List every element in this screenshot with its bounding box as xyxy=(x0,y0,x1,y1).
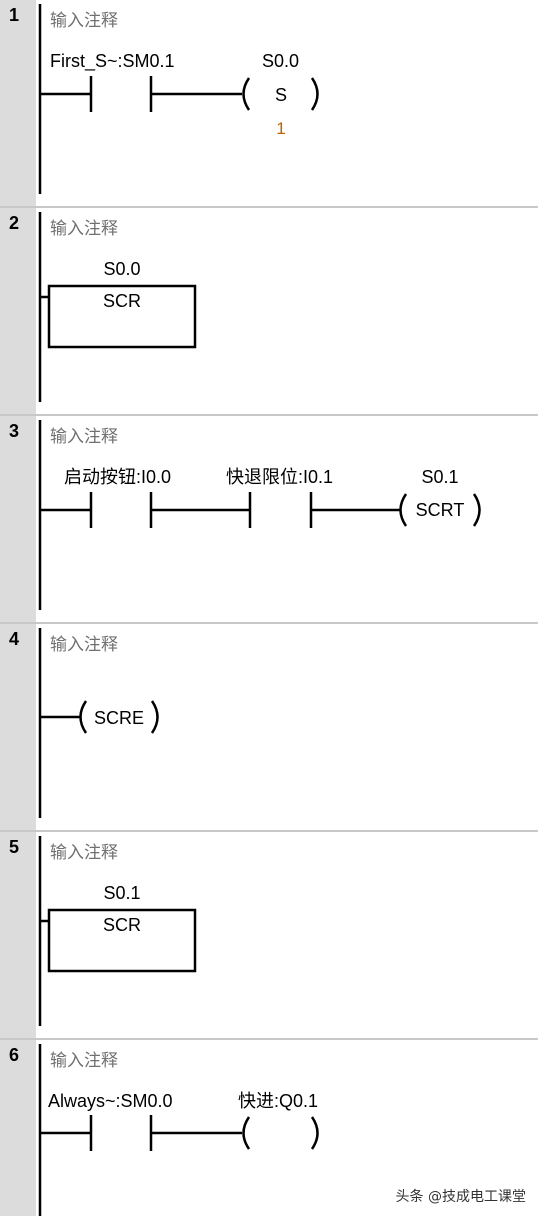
network-divider xyxy=(0,1038,538,1040)
network-comment[interactable]: 输入注释 xyxy=(50,427,118,447)
coil-left-paren xyxy=(399,493,408,527)
box-address[interactable]: S0.1 xyxy=(103,883,140,903)
box-instruction: SCR xyxy=(103,915,141,935)
scr-box xyxy=(47,284,197,349)
coil-left-paren xyxy=(242,77,251,111)
network-4[interactable]: 4 SCRE 输入注释 xyxy=(0,624,538,832)
ladder-rung: 启动按钮:I0.0 快退限位:I0.1 S0.1 SCRT xyxy=(38,420,481,610)
coil-instruction: SCRT xyxy=(416,500,465,520)
scr-box xyxy=(47,908,197,973)
network-comment[interactable]: 输入注释 xyxy=(50,11,118,31)
ladder-rung: S0.0 SCR xyxy=(38,212,197,402)
ladder-rung: Always~:SM0.0 快进:Q0.1 xyxy=(38,1044,319,1216)
network-number: 3 xyxy=(9,421,20,441)
ladder-rung: SCRE xyxy=(38,628,159,818)
network-gutter xyxy=(0,624,36,832)
network-2[interactable]: 2 S0.0 SCR 输入注释 xyxy=(0,208,538,416)
contact1-label[interactable]: 启动按钮:I0.0 xyxy=(64,467,171,487)
network-gutter xyxy=(0,208,36,416)
network-gutter xyxy=(0,1040,36,1216)
network-number: 6 xyxy=(9,1045,20,1065)
network-comment[interactable]: 输入注释 xyxy=(50,635,118,655)
network-number: 1 xyxy=(9,5,20,25)
coil-instruction: S xyxy=(275,85,287,105)
network-gutter xyxy=(0,416,36,624)
contact-label[interactable]: Always~:SM0.0 xyxy=(48,1091,173,1111)
coil-right-paren xyxy=(310,1116,319,1150)
network-number: 4 xyxy=(9,629,20,649)
box-address[interactable]: S0.0 xyxy=(103,259,140,279)
watermark: 头条 @技成电工课堂 xyxy=(395,1189,526,1205)
coil-right-paren xyxy=(150,700,159,734)
coil-address[interactable]: S0.1 xyxy=(421,467,458,487)
coil-address[interactable]: S0.0 xyxy=(262,51,299,71)
network-divider xyxy=(0,830,538,832)
network-number: 5 xyxy=(9,837,20,857)
network-1[interactable]: 1 First_S~:SM0.1 S0.0 S 1 输入注释 xyxy=(0,0,538,208)
network-5[interactable]: 5 S0.1 SCR 输入注释 xyxy=(0,832,538,1040)
network-gutter xyxy=(0,0,36,208)
coil-left-paren xyxy=(242,1116,251,1150)
ladder-rung: First_S~:SM0.1 S0.0 S 1 xyxy=(38,4,319,194)
coil-instruction: SCRE xyxy=(94,708,144,728)
network-divider xyxy=(0,206,538,208)
network-gutter xyxy=(0,832,36,1040)
coil-count[interactable]: 1 xyxy=(276,119,285,138)
coil-address[interactable]: 快进:Q0.1 xyxy=(238,1091,318,1111)
network-comment[interactable]: 输入注释 xyxy=(50,219,118,239)
network-3[interactable]: 3 启动按钮:I0.0 快退限位:I0.1 S0.1 SCRT 输入注释 xyxy=(0,416,538,624)
ladder-rung: S0.1 SCR xyxy=(38,836,197,1026)
network-divider xyxy=(0,414,538,416)
coil-right-paren xyxy=(472,493,481,527)
box-instruction: SCR xyxy=(103,291,141,311)
coil-left-paren xyxy=(79,700,88,734)
contact-label[interactable]: First_S~:SM0.1 xyxy=(50,51,175,72)
network-6[interactable]: 6 Always~:SM0.0 快进:Q0.1 输入注释 xyxy=(0,1040,538,1216)
network-divider xyxy=(0,622,538,624)
contact2-label[interactable]: 快退限位:I0.1 xyxy=(226,467,333,487)
network-comment[interactable]: 输入注释 xyxy=(50,843,118,863)
network-comment[interactable]: 输入注释 xyxy=(50,1051,118,1071)
coil-right-paren xyxy=(310,77,319,111)
network-number: 2 xyxy=(9,213,20,233)
